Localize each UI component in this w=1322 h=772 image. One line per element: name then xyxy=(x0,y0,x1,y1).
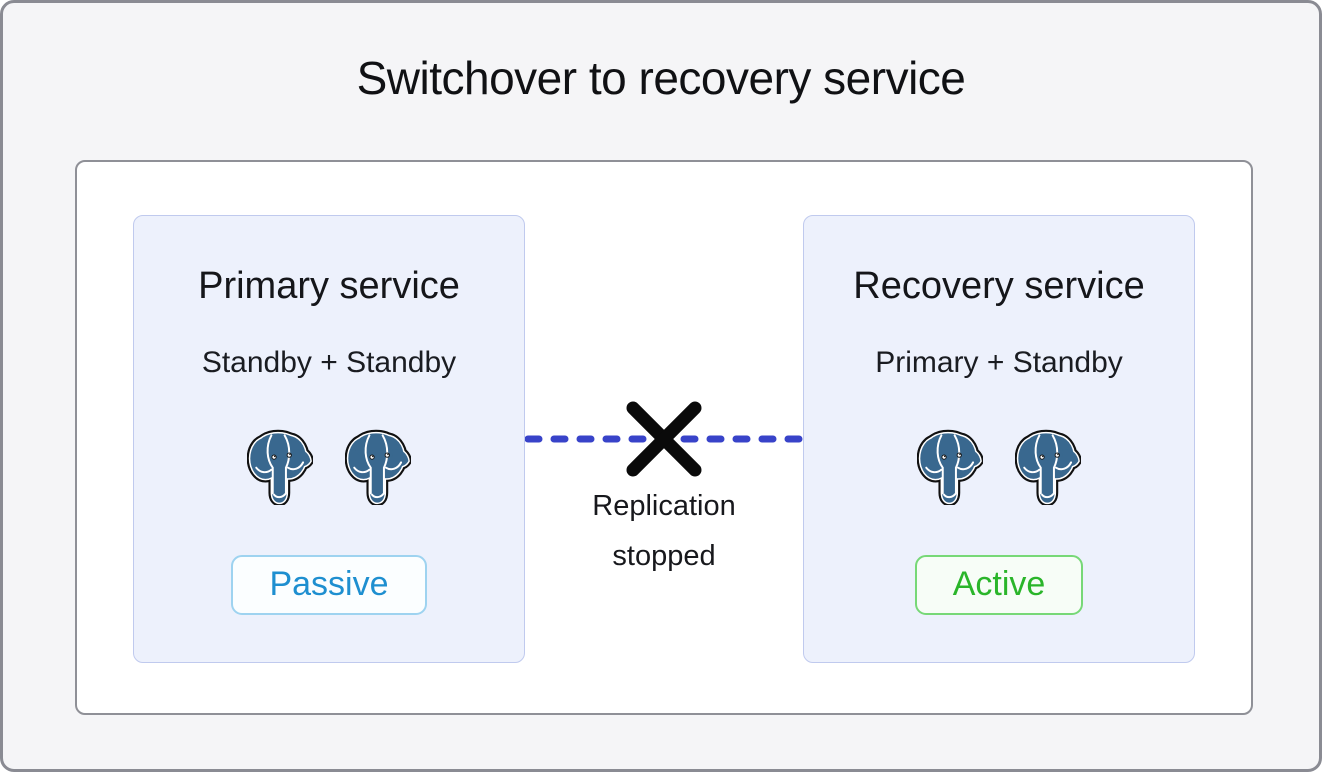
recovery-service-card: Recovery service Primary + Standby Activ… xyxy=(803,215,1195,663)
postgresql-elephant-icon xyxy=(1015,429,1081,505)
status-badge-active: Active xyxy=(914,554,1084,615)
replication-status-label: Replication stopped xyxy=(485,481,843,581)
postgresql-elephant-icon xyxy=(917,429,983,505)
service-name: Recovery service xyxy=(853,265,1145,307)
primary-service-card: Primary service Standby + Standby Passiv… xyxy=(133,215,525,663)
database-node-row xyxy=(917,429,1081,505)
service-nodes-label: Primary + Standby xyxy=(875,345,1123,379)
replication-connector: Replication stopped xyxy=(525,215,803,663)
service-name: Primary service xyxy=(198,265,460,307)
diagram-title: Switchover to recovery service xyxy=(356,52,966,104)
database-node-row xyxy=(247,429,411,505)
x-mark-icon xyxy=(626,401,702,477)
replication-status-line1: Replication xyxy=(592,490,736,522)
postgresql-elephant-icon xyxy=(247,429,313,505)
postgresql-elephant-icon xyxy=(345,429,411,505)
replication-status-line2: stopped xyxy=(612,540,716,572)
service-nodes-label: Standby + Standby xyxy=(201,345,457,379)
status-badge-passive: Passive xyxy=(231,554,427,615)
